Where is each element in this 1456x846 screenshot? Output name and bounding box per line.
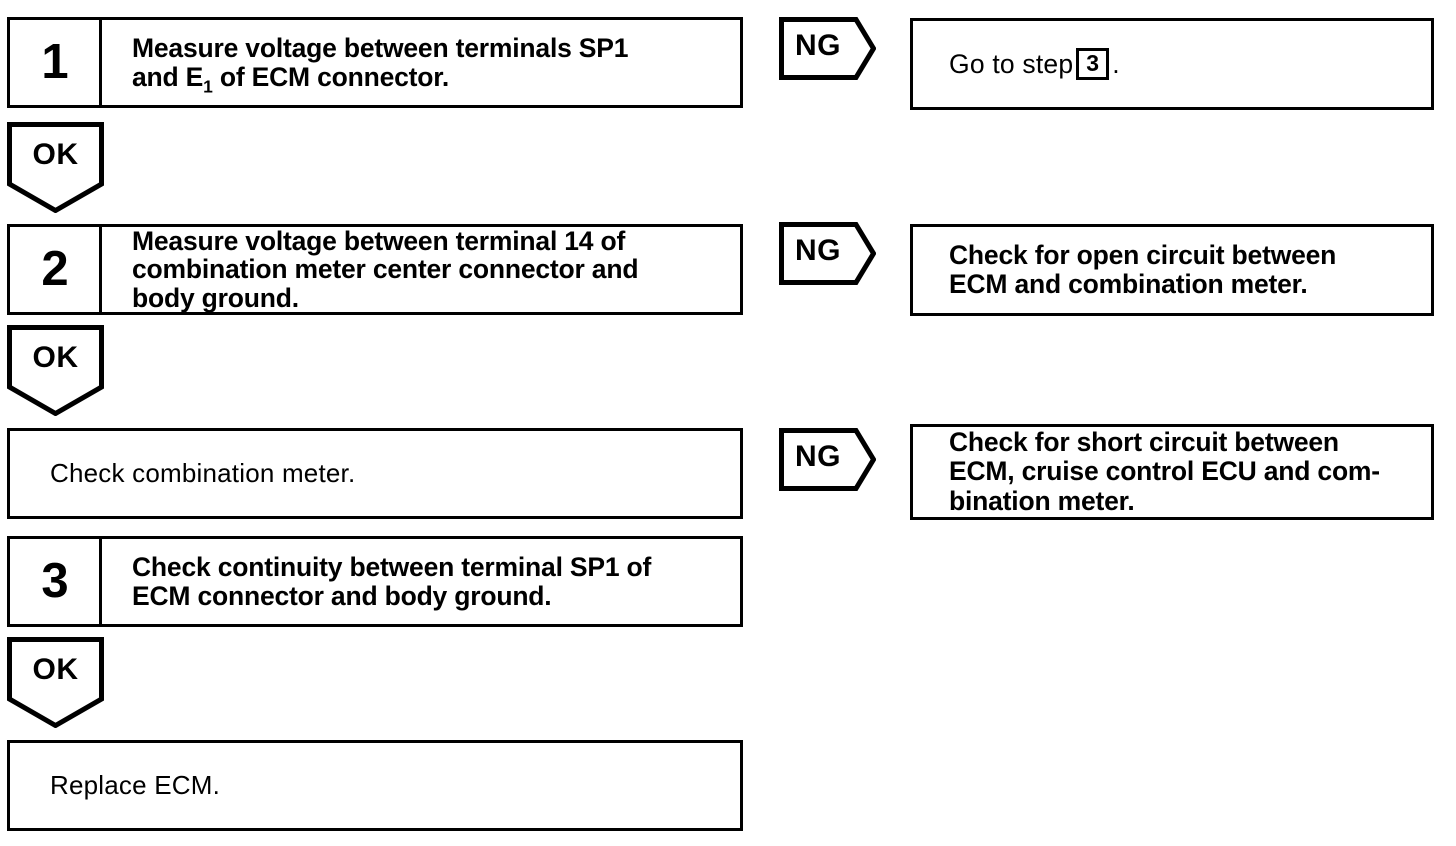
step-body-2: Measure voltage between terminal 14 of c… xyxy=(102,227,740,312)
ng-connector-1-label: NG xyxy=(795,29,841,62)
ok-connector-3-label: OK xyxy=(32,653,79,686)
step-number-2: 2 xyxy=(10,227,102,312)
ok-connector-1-label: OK xyxy=(32,138,79,171)
step-number-1: 1 xyxy=(10,20,102,105)
step-text-replace-ecm: Replace ECM. xyxy=(50,769,221,800)
inline-step-ref-3[interactable]: 3 xyxy=(1076,48,1110,80)
result-text-1-prefix: Go to step xyxy=(949,49,1074,80)
step-body-replace-ecm: Replace ECM. xyxy=(10,743,740,828)
ng-connector-2-label: NG xyxy=(795,234,841,267)
step-text-1-subscript: 1 xyxy=(203,75,213,96)
result-text-1-suffix: . xyxy=(1112,49,1120,80)
step-text-2: Measure voltage between terminal 14 of c… xyxy=(132,226,639,313)
step-box-2[interactable]: 2 Measure voltage between terminal 14 of… xyxy=(7,224,743,315)
step-box-3[interactable]: 3 Check continuity between terminal SP1 … xyxy=(7,536,743,627)
step-body-3: Check continuity between terminal SP1 of… xyxy=(102,539,740,624)
result-text-3: Check for short circuit between ECM, cru… xyxy=(949,427,1380,516)
step-body-check-combination-meter: Check combination meter. xyxy=(10,431,740,516)
step-text-check-combination-meter: Check combination meter. xyxy=(50,457,356,488)
ok-connector-2-label: OK xyxy=(32,341,79,374)
ok-connector-3[interactable]: OK xyxy=(7,637,104,728)
result-box-2[interactable]: Check for open circuit between ECM and c… xyxy=(910,224,1434,316)
result-text-2: Check for open circuit between ECM and c… xyxy=(949,239,1337,299)
step-text-1-line1: Measure voltage between terminals SP1 xyxy=(132,33,629,64)
step-number-3: 3 xyxy=(10,539,102,624)
ok-connector-2[interactable]: OK xyxy=(7,325,104,416)
ng-connector-3-label: NG xyxy=(795,440,841,473)
result-box-3[interactable]: Check for short circuit between ECM, cru… xyxy=(910,424,1434,520)
step-box-check-combination-meter[interactable]: Check combination meter. xyxy=(7,428,743,519)
step-text-3: Check continuity between terminal SP1 of… xyxy=(132,552,652,611)
step-text-1-line2a: and E xyxy=(132,61,204,92)
ok-connector-1[interactable]: OK xyxy=(7,122,104,213)
step-box-replace-ecm[interactable]: Replace ECM. xyxy=(7,740,743,831)
ng-connector-1[interactable]: NG xyxy=(779,17,876,80)
ng-connector-2[interactable]: NG xyxy=(779,222,876,285)
step-text-1-line2b: of ECM connector. xyxy=(212,61,450,92)
ng-connector-3[interactable]: NG xyxy=(779,428,876,491)
